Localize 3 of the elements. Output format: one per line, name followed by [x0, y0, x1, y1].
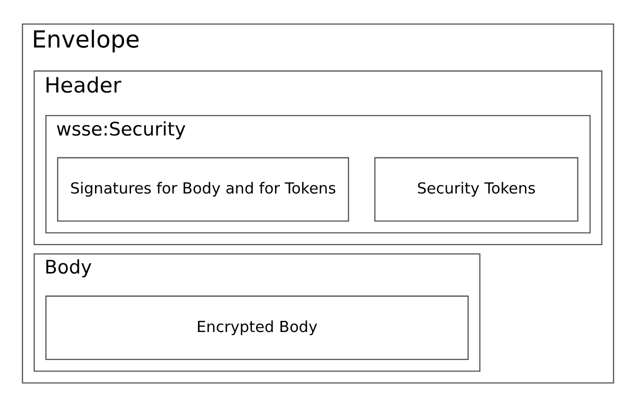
node-box: Signatures for Body and for Tokens: [57, 156, 350, 222]
node-box: Encrypted Body: [45, 295, 469, 360]
node-box: Security Tokens: [374, 156, 578, 222]
